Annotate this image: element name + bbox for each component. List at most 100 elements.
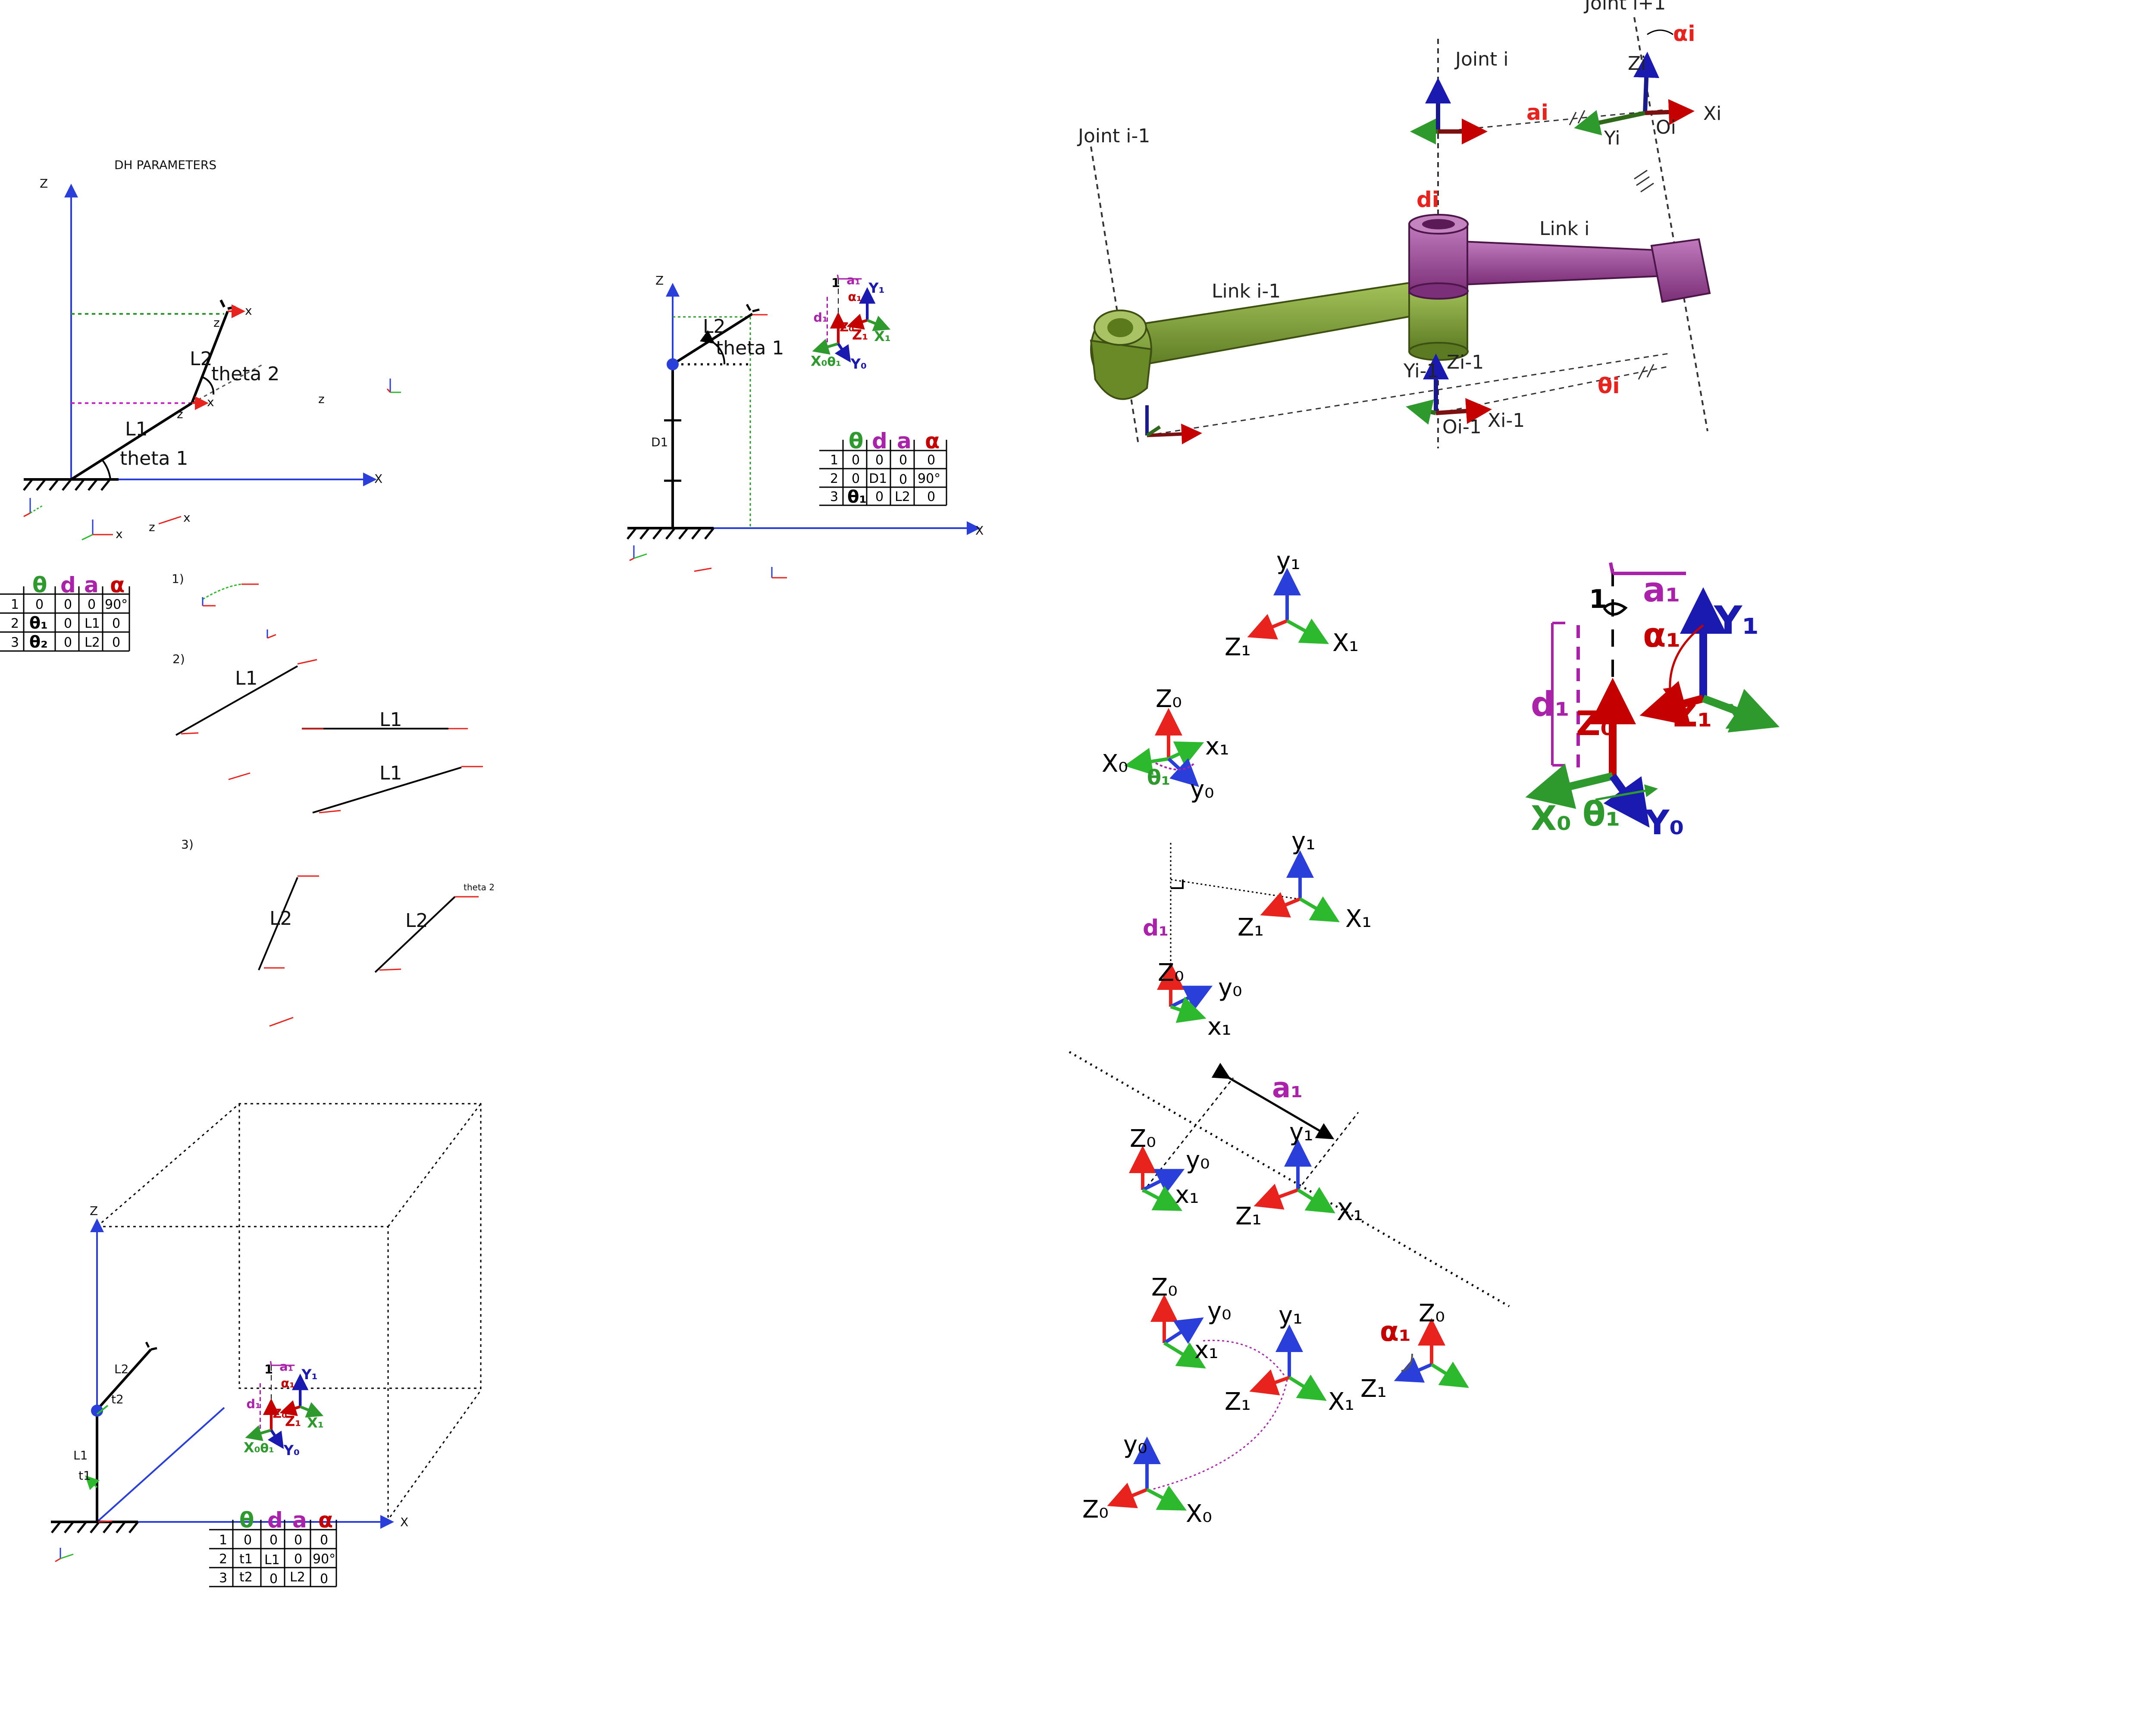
mini-alpha1: α₁: [281, 1376, 295, 1390]
table-b-cell: 0: [875, 453, 884, 468]
theta1-label: θ₁: [1147, 766, 1170, 790]
step3-link-l2-b: [374, 896, 456, 973]
table-b-cell: 0: [899, 453, 907, 468]
mini-one: 1: [264, 1362, 273, 1377]
table-a-cell: 0: [112, 635, 120, 650]
large-a1: a₁: [1643, 571, 1680, 610]
mini-frame-2: z x: [149, 510, 191, 534]
step2-l1-label: L1: [235, 667, 258, 689]
table-c-cell: L2: [290, 1570, 305, 1585]
table-b-cell: 2: [830, 471, 838, 486]
table-b-cell: 90°: [918, 471, 940, 486]
table-c-cell: 3: [219, 1571, 227, 1586]
mini-y1: Y₁: [301, 1366, 317, 1383]
large-y0: Y₀: [1645, 804, 1684, 842]
x1-label: X₁: [1332, 629, 1359, 657]
y1-label-c: y₁: [1289, 1118, 1313, 1146]
frame-set-4: a₁ Z₀ y₀ x₁ y₁ Z₁ X₁: [1069, 1051, 1510, 1308]
table-c-cell: 0: [270, 1571, 278, 1587]
label-l2: L2: [114, 1362, 128, 1376]
theta1-arc: [102, 460, 111, 480]
z0-label-d: Z₀: [1151, 1274, 1178, 1302]
label-l1: L1: [73, 1448, 88, 1462]
label-zim1: Zi-1: [1447, 351, 1484, 373]
dh-table-c: θ d a α 1 0 0 0 0 2 t1 L1 0 90° 3 t2 0 L…: [209, 1508, 337, 1587]
label-d-i: di: [1416, 187, 1439, 212]
step3-l2-label: L2: [270, 908, 292, 930]
z1-label-d: Z₁: [1225, 1388, 1251, 1416]
mini-x1: X₁: [307, 1415, 324, 1431]
x1-label-h: X₁: [1328, 1388, 1354, 1416]
mini-theta1: θ₁: [260, 1440, 274, 1455]
table-a-cell: θ₁: [29, 614, 48, 632]
y1-label: y₁: [1276, 547, 1300, 575]
step3-l2-label-b: L2: [405, 910, 428, 932]
mini-a1: a₁: [279, 1359, 293, 1374]
frame-set-1: y₁ Z₁ X₁: [1225, 547, 1359, 661]
mini-alpha1: α₁: [848, 289, 862, 304]
table-c-cell: 0: [320, 1533, 328, 1548]
table-a-cell: 0: [35, 597, 44, 612]
gripper: [219, 299, 236, 310]
label-theta-i: θi: [1598, 373, 1620, 398]
table-a-header-alpha: α: [110, 573, 125, 598]
mini-z0: Z₀: [273, 1406, 287, 1421]
frame-joint-2: x z: [177, 395, 214, 421]
panel-b-vertical-arm: Z X D1 L2 theta 1: [627, 273, 984, 579]
large-theta1: θ₁: [1583, 795, 1620, 834]
frame-z-label: z: [149, 520, 155, 534]
mini-a1: a₁: [846, 273, 860, 288]
table-c-header-theta: θ: [239, 1508, 254, 1533]
dh-mini-c: 1 a₁ α₁ d₁ Z₀ Y₁ Z₁ X₁ X₀ θ₁ Y₀: [244, 1359, 324, 1459]
table-b-cell: D1: [869, 471, 887, 486]
dh-table-a: θ d a α 1 0 0 0 90° 2 θ₁ 0 L1 0 3 θ₂ 0 L…: [0, 573, 130, 652]
table-b-cell: 0: [927, 489, 935, 504]
label-l2: L2: [190, 348, 213, 370]
link-i-bar: [1460, 240, 1666, 286]
table-c-header-alpha: α: [318, 1508, 333, 1533]
mini-x1: X₁: [874, 328, 891, 344]
mini-d1: d₁: [813, 310, 827, 325]
x1-label-g: x₁: [1194, 1336, 1219, 1364]
d1-label: d₁: [1143, 915, 1169, 941]
step2-link-rotated: [312, 767, 462, 814]
table-b-cell: 3: [830, 489, 838, 504]
mini-frame-base: [23, 498, 44, 517]
mini-d1: d₁: [246, 1396, 260, 1411]
frame-set-2: Z₀ X₀ x₁ y₀ θ₁: [1102, 685, 1229, 804]
large-d1: d₁: [1531, 685, 1570, 724]
label-xi: Xi: [1703, 103, 1721, 125]
table-b-cell: 0: [927, 453, 935, 468]
label-t1: t1: [78, 1468, 91, 1483]
table-a-cell: 90°: [105, 597, 128, 612]
x-axis-label: X: [374, 472, 382, 486]
label-link-im1: Link i-1: [1212, 280, 1281, 302]
z1-label-b: Z₁: [1238, 914, 1264, 942]
z0-label: Z₀: [1156, 685, 1182, 713]
table-a-cell: θ₂: [29, 632, 48, 651]
x-axis-label: X: [975, 523, 984, 538]
dh-mini-b: 1 a₁ α₁ d₁ Z₀ Y₁ Z₁ X₁ X₀ θ₁ Y₀: [811, 273, 891, 372]
frame-z-label: z: [213, 316, 220, 330]
large-z1: Z₁: [1673, 696, 1712, 735]
prismatic-joint: [664, 419, 681, 482]
label-l2: L2: [703, 316, 726, 338]
table-c-cell: 0: [320, 1571, 328, 1587]
table-c-header-a: a: [292, 1508, 307, 1533]
link-1: [70, 402, 193, 481]
mini-x0: X₀: [811, 353, 827, 369]
large-z0: Z₀: [1576, 704, 1615, 743]
mini-one: 1: [831, 275, 840, 290]
frame-x-label: x: [245, 304, 252, 318]
mini-z1: Z₁: [852, 327, 868, 343]
label-xim1: Xi-1: [1488, 410, 1525, 432]
step2-l1-label-b: L1: [379, 709, 402, 731]
table-b-cell: L2: [895, 489, 910, 504]
panel-a-title: DH PARAMETERS: [114, 158, 216, 172]
large-one: 1: [1589, 584, 1607, 614]
x-axis-label: X: [400, 1515, 408, 1529]
table-b-cell: 0: [852, 453, 860, 468]
step-3-label: 3): [181, 837, 194, 851]
label-zi: Zi: [1628, 53, 1646, 75]
step2-l1-label-c: L1: [379, 762, 402, 784]
